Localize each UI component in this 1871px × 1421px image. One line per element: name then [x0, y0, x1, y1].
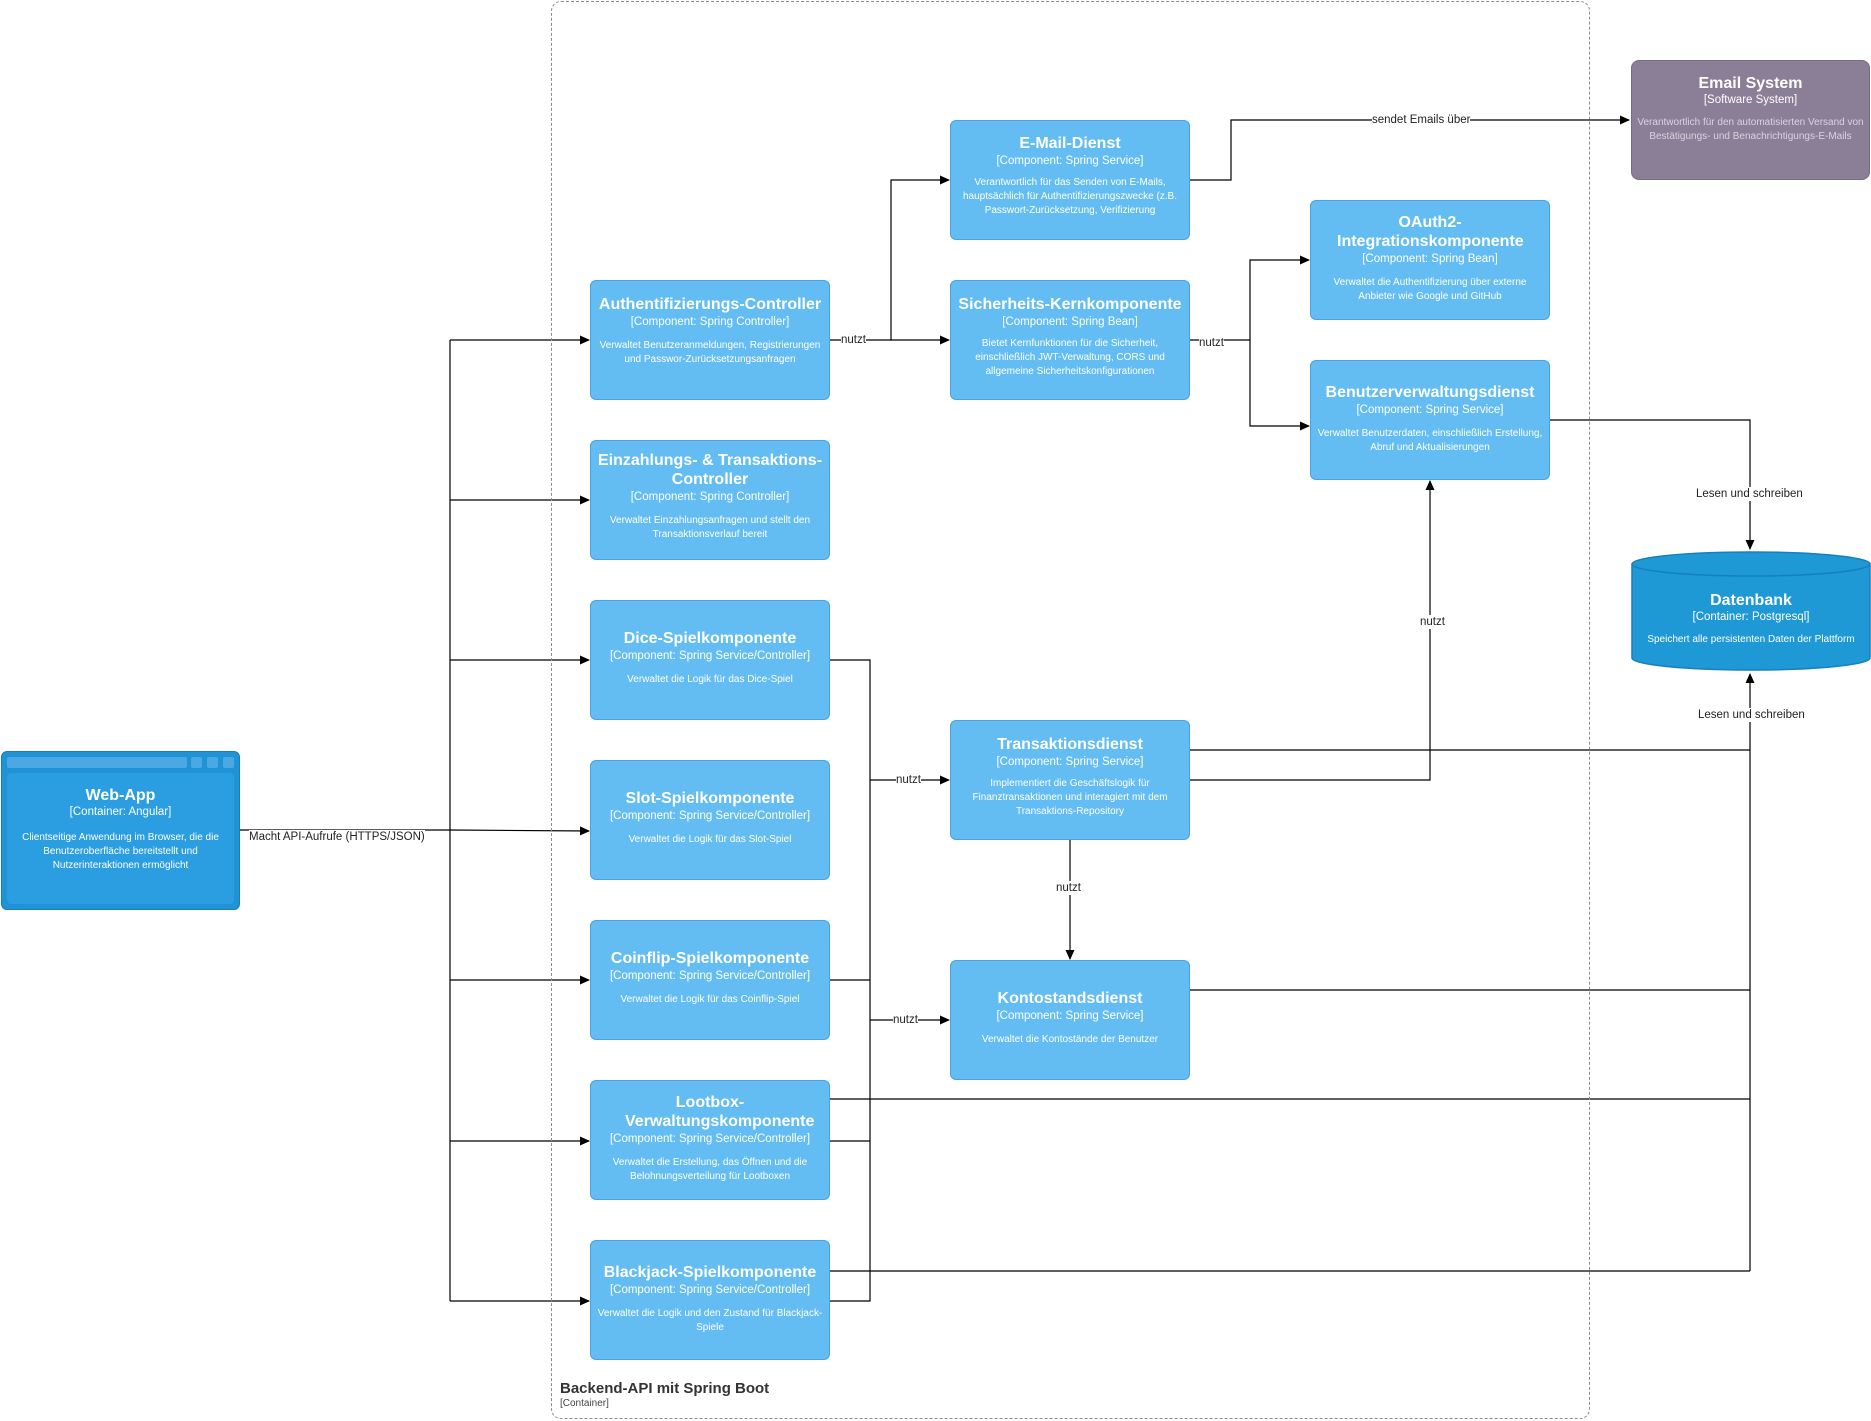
boundary-subtitle: [Container] [560, 1398, 609, 1409]
edge-to-slot [449, 826, 590, 836]
node-type: [Component: Spring Service/Controller] [609, 970, 811, 982]
edge-transaction-users [1190, 480, 1435, 781]
node-title: E-Mail-Dienst [1019, 135, 1121, 152]
node-title: Sicherheits-Kernkomponente [958, 296, 1182, 313]
edge-label-tx-users: nutzt [1420, 615, 1445, 629]
node-type: [Container: Postgresql] [1692, 611, 1810, 623]
node-type: [Component: Spring Service] [996, 155, 1144, 167]
node-description: Verantwortlich für den automatisierten V… [1637, 117, 1864, 142]
node-title: Slot-Spielkomponente [625, 790, 795, 807]
node-title: Datenbank [1710, 592, 1792, 609]
node-title: Benutzerverwaltungsdienst [1325, 384, 1535, 401]
node-transaction-service[interactable]: Transaktionsdienst [Component: Spring Se… [950, 720, 1190, 840]
browser-dot [207, 757, 218, 768]
edge-users-db [1550, 419, 1755, 550]
node-description: Verantwortlich für das Senden von E-Mail… [963, 177, 1177, 216]
edge-label-users-db: Lesen und schreiben [1696, 487, 1803, 501]
node-title: Dice-Spielkomponente [623, 630, 797, 647]
node-title: Blackjack-Spielkomponente [603, 1264, 817, 1281]
webapp-node[interactable]: Web-App [Container: Angular] Clientseiti… [1, 751, 240, 910]
browser-dot [223, 757, 234, 768]
node-type: [Component: Spring Service/Controller] [609, 1284, 811, 1296]
node-type: [Component: Spring Bean] [1002, 316, 1138, 328]
node-title: Transaktionsdienst [997, 736, 1143, 753]
edge-label-sends-email: sendet Emails über [1372, 113, 1471, 127]
node-title: Einzahlungs- & Transaktions-Controller [597, 452, 823, 488]
node-description: Speichert alle persistenten Daten der Pl… [1647, 634, 1855, 645]
node-description: Verwaltet die Kontostände der Benutzer [981, 1034, 1159, 1045]
node-security-core[interactable]: Sicherheits-Kernkomponente [Component: S… [950, 280, 1190, 400]
node-deposit-controller[interactable]: Einzahlungs- & Transaktions-Controller [… [590, 440, 830, 560]
node-type: [Component: Spring Bean] [1362, 253, 1498, 265]
webapp-title: Web-App [85, 787, 156, 804]
node-type: [Component: Spring Service/Controller] [609, 1133, 811, 1145]
node-balance-service[interactable]: Kontostandsdienst [Component: Spring Ser… [950, 960, 1190, 1080]
node-auth-controller[interactable]: Authentifizierungs-Controller [Component… [590, 280, 830, 400]
boundary-title: Backend-API mit Spring Boot [560, 1380, 770, 1397]
node-type: [Component: Spring Controller] [630, 491, 790, 503]
node-description: Verwaltet die Logik für das Slot-Spiel [628, 834, 792, 845]
node-title: Kontostandsdienst [997, 990, 1143, 1007]
node-type: [Component: Spring Service] [996, 1010, 1144, 1022]
webapp-description: Clientseitige Anwendung im Browser, die … [22, 832, 219, 871]
node-type: [Component: Spring Controller] [630, 316, 790, 328]
node-type: [Component: Spring Service] [1356, 404, 1504, 416]
node-lootbox[interactable]: Lootbox-Verwaltungskomponente [Component… [590, 1080, 830, 1200]
node-description: Verwaltet Einzahlungsanfragen und stellt… [609, 515, 811, 540]
edge-label-security-uses: nutzt [1199, 336, 1224, 350]
node-description: Verwaltet Benutzeranmeldungen, Registrie… [599, 340, 821, 365]
node-title: Email System [1698, 75, 1803, 92]
node-description: Verwaltet die Logik und den Zustand für … [597, 1308, 823, 1333]
database-cylinder-icon [1631, 551, 1871, 671]
node-description: Verwaltet die Logik für das Coinflip-Spi… [620, 994, 800, 1005]
browser-bar [7, 757, 187, 768]
node-email-service[interactable]: E-Mail-Dienst [Component: Spring Service… [950, 120, 1190, 240]
database-text: Datenbank [Container: Postgresql] Speich… [1631, 592, 1871, 647]
edge-security-users [1249, 340, 1310, 431]
edge-label-api-calls: Macht API-Aufrufe (HTTPS/JSON) [249, 830, 425, 844]
node-user-service[interactable]: Benutzerverwaltungsdienst [Component: Sp… [1310, 360, 1550, 480]
node-type: [Component: Spring Service] [996, 756, 1144, 768]
node-description: Verwaltet die Logik für das Dice-Spiel [627, 674, 793, 685]
node-title: Coinflip-Spielkomponente [610, 950, 810, 967]
node-description: Verwaltet die Authentifizierung über ext… [1333, 277, 1527, 302]
node-description: Bietet Kernfunktionen für die Sicherheit… [975, 338, 1165, 377]
node-slot[interactable]: Slot-Spielkomponente [Component: Spring … [590, 760, 830, 880]
node-title: Lootbox-Verwaltungskomponente [625, 1094, 815, 1130]
node-title: Authentifizierungs-Controller [598, 296, 822, 313]
node-dice[interactable]: Dice-Spielkomponente [Component: Spring … [590, 600, 830, 720]
node-coinflip[interactable]: Coinflip-Spielkomponente [Component: Spr… [590, 920, 830, 1040]
node-description: Verwaltet die Erstellung, das Öffnen und… [612, 1157, 808, 1182]
node-email-system[interactable]: Email System [Software System] Verantwor… [1631, 60, 1870, 180]
edge-label-games-balance: nutzt [893, 1013, 918, 1027]
node-type: [Software System] [1703, 94, 1798, 106]
node-description: Verwaltet Benutzerdaten, einschließlich … [1317, 428, 1543, 453]
edge-label-games-tx: nutzt [896, 773, 921, 787]
webapp-body: Web-App [Container: Angular] Clientseiti… [7, 773, 234, 904]
node-type: [Component: Spring Service/Controller] [609, 650, 811, 662]
node-title: OAuth2-Integrationskomponente [1337, 214, 1524, 250]
backend-boundary [551, 1, 1590, 1419]
node-oauth[interactable]: OAuth2-Integrationskomponente [Component… [1310, 200, 1550, 320]
edge-label-tx-balance: nutzt [1056, 881, 1081, 895]
node-description: Implementiert die Geschäftslogik für Fin… [972, 778, 1168, 817]
node-type: [Component: Spring Service/Controller] [609, 810, 811, 822]
edge-label-auth-uses: nutzt [841, 333, 866, 347]
edge-label-db-bottom: Lesen und schreiben [1698, 708, 1805, 722]
node-blackjack[interactable]: Blackjack-Spielkomponente [Component: Sp… [590, 1240, 830, 1360]
webapp-type: [Container: Angular] [69, 806, 172, 818]
node-database[interactable]: Datenbank [Container: Postgresql] Speich… [1631, 550, 1871, 672]
browser-dot [191, 757, 202, 768]
